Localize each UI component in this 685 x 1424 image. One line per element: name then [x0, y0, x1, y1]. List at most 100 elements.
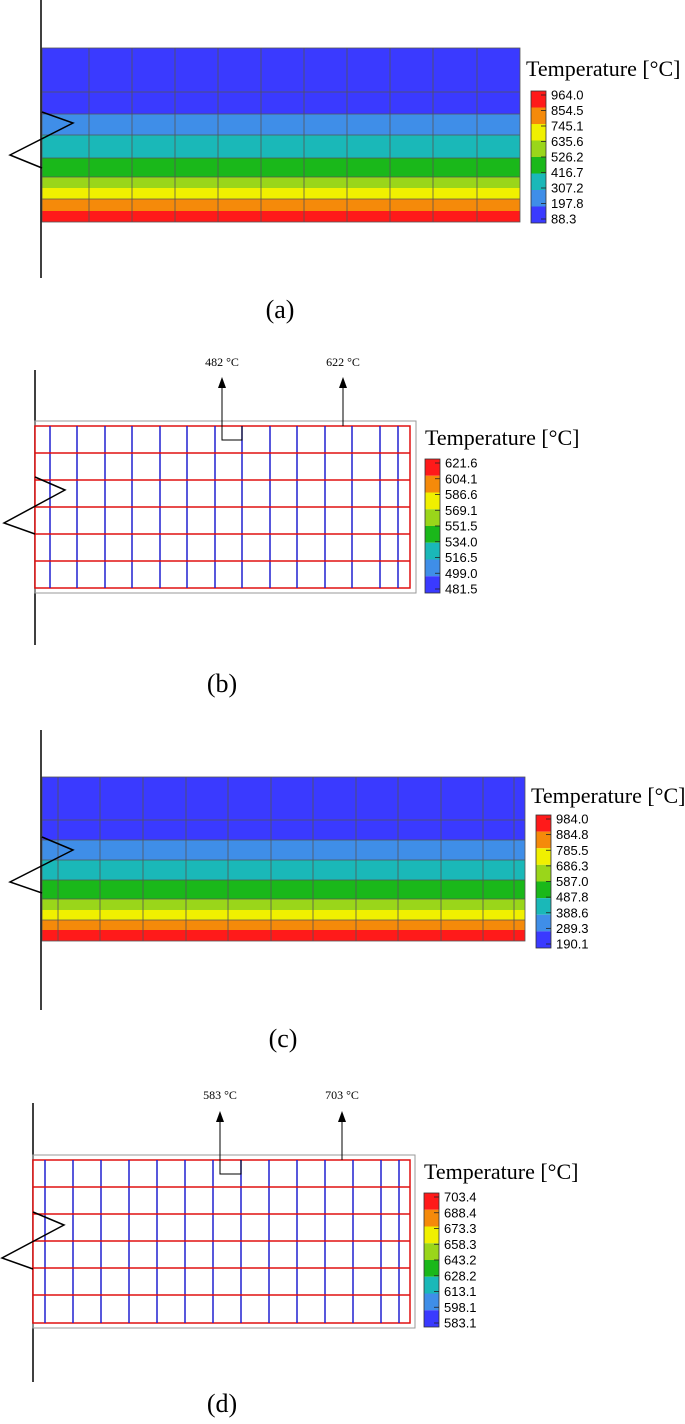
annotation-leader-min: [219, 1122, 242, 1175]
legend-label: 516.5: [445, 550, 478, 565]
legend-label: 785.5: [556, 843, 589, 858]
legend-label: 481.5: [445, 582, 478, 597]
legend-swatch: [424, 1260, 439, 1277]
caption-a: (a): [266, 295, 295, 324]
legend-label: 628.2: [444, 1268, 477, 1283]
legend-label: 197.8: [551, 196, 584, 211]
break-symbol: [0, 1211, 66, 1270]
legend-swatch: [425, 559, 440, 577]
legend-swatch: [536, 881, 551, 899]
legend-swatch: [531, 206, 546, 223]
legend-label: 586.6: [445, 487, 478, 502]
legend-label: 526.2: [551, 150, 584, 165]
legend-label: 854.5: [551, 103, 584, 118]
legend-label: 416.7: [551, 165, 584, 180]
temperature-field-a: [42, 48, 520, 222]
legend-label: 289.3: [556, 921, 589, 936]
legend-label: 88.3: [551, 212, 576, 227]
arrow-head: [339, 377, 347, 388]
legend-swatch: [531, 173, 546, 190]
legend-swatch: [531, 91, 546, 108]
horizontal-rebars: [35, 452, 410, 562]
legend-label: 569.1: [445, 503, 478, 518]
legend-swatch: [536, 815, 551, 832]
legend-label: 487.8: [556, 890, 589, 905]
mesh-grid-a: [41, 47, 521, 223]
temperature-field-c: [42, 777, 525, 941]
legend-swatch: [531, 124, 546, 141]
panel-d: 583 °C 703 °C Temperature [°C] 703.4688.…: [0, 1088, 578, 1418]
legend-swatch: [425, 526, 440, 543]
legend-swatch: [425, 542, 440, 560]
legend-label: 604.1: [445, 471, 478, 486]
legend-label: 686.3: [556, 858, 589, 873]
legend-label: 613.1: [444, 1284, 477, 1299]
legend-swatch: [536, 914, 551, 932]
legend-label: 688.4: [444, 1205, 477, 1220]
legend-colorbar: 964.0854.5745.1635.6526.2416.7307.2197.8…: [530, 88, 584, 227]
legend-swatch: [424, 1226, 439, 1244]
legend-label: 534.0: [445, 534, 478, 549]
legend-swatch: [424, 1193, 439, 1210]
legend-label: 388.6: [556, 905, 589, 920]
legend-label: 964.0: [551, 88, 584, 103]
legend-label: 307.2: [551, 181, 584, 196]
legend-label: 984.0: [556, 812, 589, 827]
legend-colorbar: 621.6604.1586.6569.1551.5534.0516.5499.0…: [424, 456, 478, 597]
panel-a: Temperature [°C] 964.0854.5745.1635.6526…: [8, 0, 680, 324]
legend-label: 551.5: [445, 519, 478, 534]
legend-swatch: [424, 1310, 439, 1327]
legend-swatch: [531, 157, 546, 174]
legend-label: 190.1: [556, 937, 589, 952]
legend-swatch: [536, 898, 551, 915]
legend-label: 745.1: [551, 119, 584, 134]
annotation-leader-min: [221, 388, 243, 441]
legend-label: 884.8: [556, 827, 589, 842]
legend-swatch: [424, 1243, 439, 1260]
arrow-head: [338, 1111, 346, 1122]
legend-label: 635.6: [551, 134, 584, 149]
legend-swatch: [424, 1209, 439, 1227]
annotation-max-temp: 622 °C: [326, 355, 360, 369]
legend-label: 499.0: [445, 566, 478, 581]
legend-swatch: [425, 492, 440, 510]
legend-swatch: [425, 475, 440, 493]
legend-title: Temperature [°C]: [425, 425, 579, 450]
caption-b: (b): [207, 669, 237, 698]
legend-label: 643.2: [444, 1253, 477, 1268]
legend-title: Temperature [°C]: [424, 1159, 578, 1184]
mesh-grid-c: [41, 776, 526, 942]
legend-swatch: [425, 576, 440, 593]
legend-swatch: [536, 831, 551, 849]
arrow-head: [216, 1111, 224, 1122]
legend-colorbar: 703.4688.4673.3658.3643.2628.2613.1598.1…: [423, 1190, 477, 1331]
legend-label: 583.1: [444, 1316, 477, 1331]
legend-swatch: [531, 107, 546, 124]
arrow-head: [218, 377, 226, 388]
legend-swatch: [531, 140, 546, 157]
legend-label: 658.3: [444, 1237, 477, 1252]
legend-label: 673.3: [444, 1221, 477, 1236]
legend-swatch: [425, 459, 440, 476]
legend-title: Temperature [°C]: [526, 56, 680, 81]
legend-label: 598.1: [444, 1300, 477, 1315]
legend-swatch: [424, 1293, 439, 1311]
legend-swatch: [531, 190, 546, 207]
legend-label: 621.6: [445, 456, 478, 471]
caption-c: (c): [269, 1024, 298, 1053]
annotation-min-temp: 482 °C: [205, 355, 239, 369]
legend-swatch: [425, 509, 440, 526]
annotation-min-temp: 583 °C: [203, 1088, 237, 1102]
legend-swatch: [536, 864, 551, 882]
legend-colorbar: 984.0884.8785.5686.3587.0487.8388.6289.3…: [535, 812, 589, 952]
break-symbol: [2, 476, 67, 535]
legend-swatch: [536, 848, 551, 865]
legend-swatch: [424, 1276, 439, 1294]
legend-label: 703.4: [444, 1190, 477, 1205]
caption-d: (d): [207, 1389, 237, 1418]
legend-swatch: [536, 931, 551, 948]
break-symbol: [8, 111, 75, 169]
panel-c: Temperature [°C] 984.0884.8785.5686.3587…: [8, 730, 685, 1053]
legend-title: Temperature [°C]: [531, 783, 685, 808]
